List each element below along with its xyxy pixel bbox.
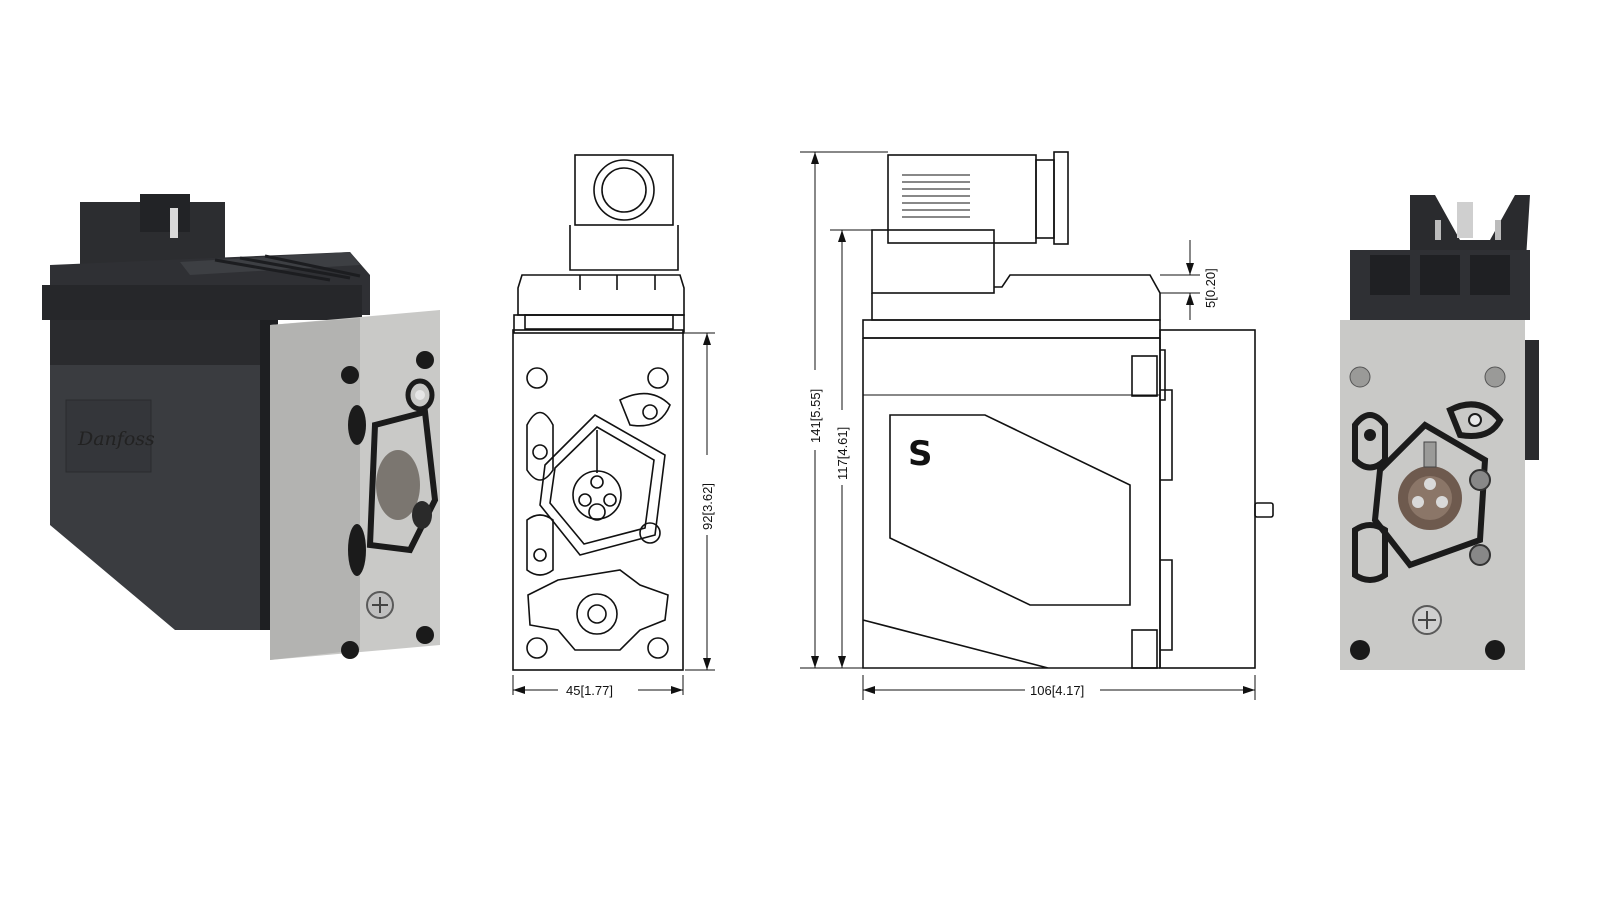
top-cap-outline bbox=[517, 274, 685, 316]
length-dimension: 106[4.17] bbox=[1030, 683, 1084, 698]
top-cap-outline bbox=[871, 274, 1161, 321]
seal-gasket bbox=[1371, 421, 1489, 569]
brand-mark-icon: S bbox=[908, 434, 933, 474]
valve-body-outline bbox=[1159, 329, 1256, 669]
connector-pin bbox=[170, 208, 178, 238]
mounting-hole bbox=[416, 626, 434, 644]
product-photo-right bbox=[1330, 180, 1580, 700]
front-view-drawing: 45[1.77] 92[3.62] bbox=[500, 140, 730, 720]
connector-outline bbox=[574, 154, 674, 226]
mounting-hole bbox=[341, 366, 359, 384]
gap-dimension: 5[0.20] bbox=[1203, 268, 1218, 308]
side-view-drawing: S 141[5.55] 117[4.61] bbox=[800, 140, 1300, 720]
label-plate bbox=[889, 414, 1131, 606]
product-photo-left: Danfoss bbox=[30, 180, 460, 700]
danfoss-logo: Danfoss bbox=[77, 428, 155, 450]
valve-face-outline bbox=[512, 329, 684, 671]
spool-cavity bbox=[376, 450, 420, 520]
mounting-hole bbox=[341, 641, 359, 659]
height-dimension: 92[3.62] bbox=[700, 483, 715, 530]
width-dimension: 45[1.77] bbox=[566, 683, 613, 698]
body-height-dimension: 117[4.61] bbox=[835, 427, 850, 480]
spool-stub bbox=[1254, 502, 1274, 518]
overall-height-dimension: 141[5.55] bbox=[808, 389, 823, 443]
mounting-hole bbox=[416, 351, 434, 369]
coil-body-outline bbox=[862, 338, 1049, 669]
bottom-plate-outline bbox=[527, 569, 669, 651]
connector-pin bbox=[1457, 202, 1473, 238]
seal-outline bbox=[539, 414, 666, 556]
